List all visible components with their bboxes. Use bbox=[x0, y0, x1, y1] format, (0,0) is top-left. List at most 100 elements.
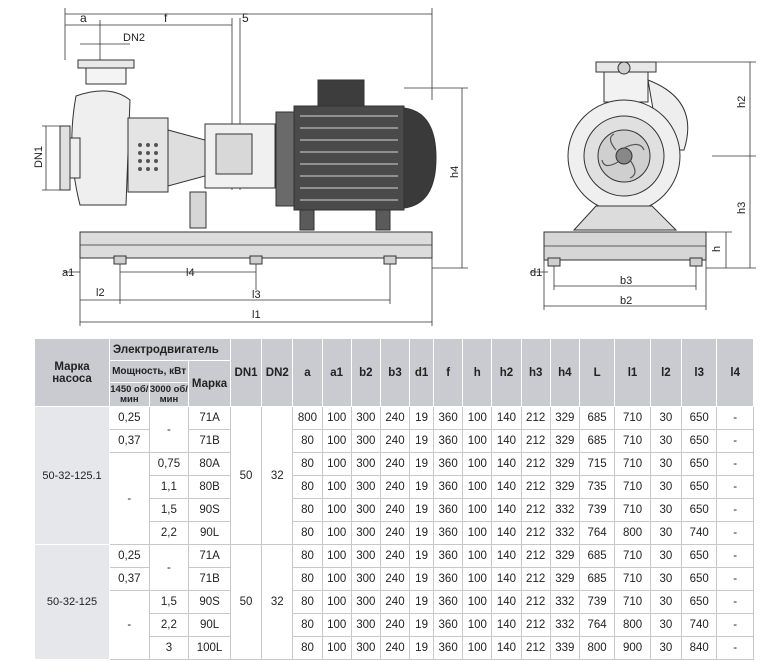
cell-d1: 19 bbox=[409, 544, 435, 568]
cell-a: 80 bbox=[292, 567, 323, 591]
cell-l2: 30 bbox=[649, 567, 683, 591]
cell-f: 360 bbox=[433, 475, 464, 499]
dim-label-h: h bbox=[711, 246, 723, 252]
cell-a: 80 bbox=[292, 498, 323, 522]
cell-motor: 90S bbox=[188, 590, 231, 614]
cell-a: 80 bbox=[292, 590, 323, 614]
cell-d1: 19 bbox=[409, 498, 435, 522]
cell-f: 360 bbox=[433, 521, 464, 545]
cell-h: 100 bbox=[462, 544, 493, 568]
cell-l1: 900 bbox=[614, 636, 651, 660]
cell-power-3000: 1,5 bbox=[148, 590, 190, 614]
cell-a: 80 bbox=[292, 613, 323, 637]
dim-label-b3: b3 bbox=[620, 275, 632, 287]
cell-l2: 30 bbox=[649, 406, 683, 430]
table-header: Марка насоса Электродвигатель DN1 DN2 a … bbox=[33, 338, 754, 407]
cell-h4: 329 bbox=[549, 406, 580, 430]
dim-label-dn2: DN2 bbox=[123, 32, 145, 44]
header-col-b3: b3 bbox=[379, 338, 411, 407]
cell-power-1450: 0,37 bbox=[109, 429, 150, 453]
cell-motor: 71B bbox=[188, 429, 231, 453]
dim-label-dn1: DN1 bbox=[33, 146, 45, 168]
cell-h3: 212 bbox=[520, 452, 551, 476]
cell-h3: 212 bbox=[520, 498, 551, 522]
cell-f: 360 bbox=[433, 567, 464, 591]
cell-b2: 300 bbox=[350, 406, 381, 430]
cell-b3: 240 bbox=[379, 636, 411, 660]
cell-l3: 650 bbox=[680, 498, 718, 522]
cell-L: 739 bbox=[578, 590, 616, 614]
cell-motor: 71A bbox=[188, 544, 231, 568]
cell-l2: 30 bbox=[649, 613, 683, 637]
cell-l4: - bbox=[716, 636, 754, 660]
cell-a1: 100 bbox=[321, 406, 352, 430]
header-col-b2: b2 bbox=[350, 338, 381, 407]
cell-h2: 140 bbox=[491, 544, 522, 568]
cell-b2: 300 bbox=[350, 544, 381, 568]
cell-a1: 100 bbox=[321, 498, 352, 522]
cell-h: 100 bbox=[462, 475, 493, 499]
front-view: h2 h3 h d1 b3 b2 bbox=[530, 61, 756, 310]
cell-b2: 300 bbox=[350, 521, 381, 545]
header-speed-3000: 3000 об/мин bbox=[148, 382, 190, 407]
cell-l4: - bbox=[716, 475, 754, 499]
header-col-dn1: DN1 bbox=[229, 338, 263, 407]
cell-L: 764 bbox=[578, 521, 616, 545]
cell-dn2: 32 bbox=[261, 406, 294, 545]
cell-l1: 800 bbox=[614, 613, 651, 637]
cell-power-1450: - bbox=[109, 452, 150, 545]
cell-h2: 140 bbox=[491, 406, 522, 430]
cell-d1: 19 bbox=[409, 636, 435, 660]
cell-a1: 100 bbox=[321, 521, 352, 545]
cell-h4: 329 bbox=[549, 475, 580, 499]
cell-L: 685 bbox=[578, 567, 616, 591]
cell-power-1450: - bbox=[109, 590, 150, 660]
cell-h3: 212 bbox=[520, 406, 551, 430]
cell-b3: 240 bbox=[379, 452, 411, 476]
cell-d1: 19 bbox=[409, 429, 435, 453]
cell-motor: 90L bbox=[188, 613, 231, 637]
header-col-l4: l4 bbox=[716, 338, 754, 407]
header-col-h4: h4 bbox=[549, 338, 580, 407]
cell-b3: 240 bbox=[379, 406, 411, 430]
cell-l1: 710 bbox=[614, 429, 651, 453]
cell-h: 100 bbox=[462, 452, 493, 476]
impeller-blades bbox=[601, 133, 645, 179]
cell-power-3000: 0,75 bbox=[148, 452, 190, 476]
cell-l4: - bbox=[716, 590, 754, 614]
cell-l3: 650 bbox=[680, 452, 718, 476]
dim-label-a1: a1 bbox=[62, 267, 74, 279]
cell-dn1: 50 bbox=[229, 544, 263, 660]
cell-b2: 300 bbox=[350, 498, 381, 522]
cell-l4: - bbox=[716, 544, 754, 568]
header-col-d1: d1 bbox=[409, 338, 435, 407]
cell-dn2: 32 bbox=[261, 544, 294, 660]
cell-h2: 140 bbox=[491, 521, 522, 545]
cell-b3: 240 bbox=[379, 544, 411, 568]
cell-a1: 100 bbox=[321, 636, 352, 660]
cell-h: 100 bbox=[462, 521, 493, 545]
cell-f: 360 bbox=[433, 406, 464, 430]
cell-a: 800 bbox=[292, 406, 323, 430]
cell-a: 80 bbox=[292, 452, 323, 476]
cell-L: 735 bbox=[578, 475, 616, 499]
dim-label-h2: h2 bbox=[736, 96, 748, 108]
cell-d1: 19 bbox=[409, 590, 435, 614]
dim-label-5: 5 bbox=[242, 11, 249, 25]
cell-L: 739 bbox=[578, 498, 616, 522]
header-col-l3: l3 bbox=[680, 338, 718, 407]
cell-h: 100 bbox=[462, 498, 493, 522]
header-col-l1: l1 bbox=[614, 338, 651, 407]
cell-b3: 240 bbox=[379, 429, 411, 453]
cell-h2: 140 bbox=[491, 567, 522, 591]
header-col-h3: h3 bbox=[520, 338, 551, 407]
